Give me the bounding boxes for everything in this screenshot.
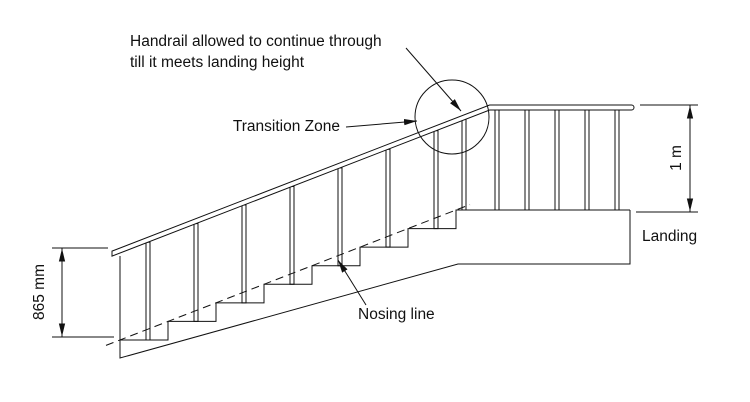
- baluster: [241, 204, 247, 304]
- annotation-handrail-note: Handrail allowed to continue through til…: [130, 33, 462, 112]
- baluster: [524, 109, 530, 211]
- nosing-line-label: Nosing line: [358, 306, 435, 323]
- nosing-line-leader: [337, 259, 367, 306]
- annotation-transition-zone: Transition Zone: [233, 118, 418, 135]
- baluster: [584, 109, 590, 211]
- baluster: [193, 223, 199, 322]
- dim-865-label: 865 mm: [31, 264, 48, 320]
- dim-1m-label: 1 m: [668, 145, 685, 171]
- baluster: [145, 241, 151, 341]
- dimension-865mm: 865 mm: [31, 247, 114, 338]
- transition-zone-circle: [414, 79, 490, 155]
- handrail-profile: [111, 104, 635, 257]
- baluster: [494, 109, 500, 211]
- nosing-dashed-line: [105, 204, 471, 346]
- landing-label: Landing: [642, 228, 697, 245]
- dimension-1m: 1 m: [636, 104, 698, 213]
- staircase: [105, 204, 631, 359]
- landing-balusters: [494, 109, 620, 211]
- annotation-nosing-line: Nosing line: [337, 259, 435, 323]
- baluster: [614, 109, 620, 211]
- handrail-note-line1: Handrail allowed to continue through: [130, 33, 382, 50]
- baluster: [433, 130, 439, 230]
- baluster: [554, 109, 560, 211]
- handrail-note-line2: till it meets landing height: [130, 54, 305, 71]
- transition-zone-leader: [345, 118, 418, 128]
- baluster: [289, 186, 295, 285]
- stair-steps-outline: [120, 209, 630, 341]
- baluster: [337, 167, 343, 267]
- handrail-note-leader: [405, 47, 462, 112]
- baluster: [385, 148, 391, 248]
- baluster: [461, 118, 467, 211]
- transition-zone-label: Transition Zone: [233, 118, 340, 135]
